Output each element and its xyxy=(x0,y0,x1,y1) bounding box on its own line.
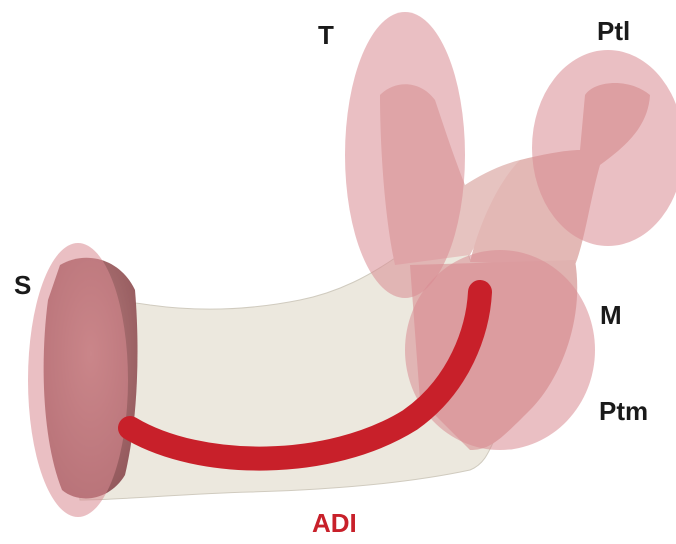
region-m-ptm xyxy=(405,250,595,450)
label-t: T xyxy=(318,22,334,48)
label-adi: ADI xyxy=(312,510,357,536)
region-s xyxy=(28,243,128,517)
region-t xyxy=(345,12,465,298)
label-ptm: Ptm xyxy=(599,398,648,424)
label-s: S xyxy=(14,272,31,298)
label-m: M xyxy=(600,302,622,328)
label-ptl: Ptl xyxy=(597,18,630,44)
